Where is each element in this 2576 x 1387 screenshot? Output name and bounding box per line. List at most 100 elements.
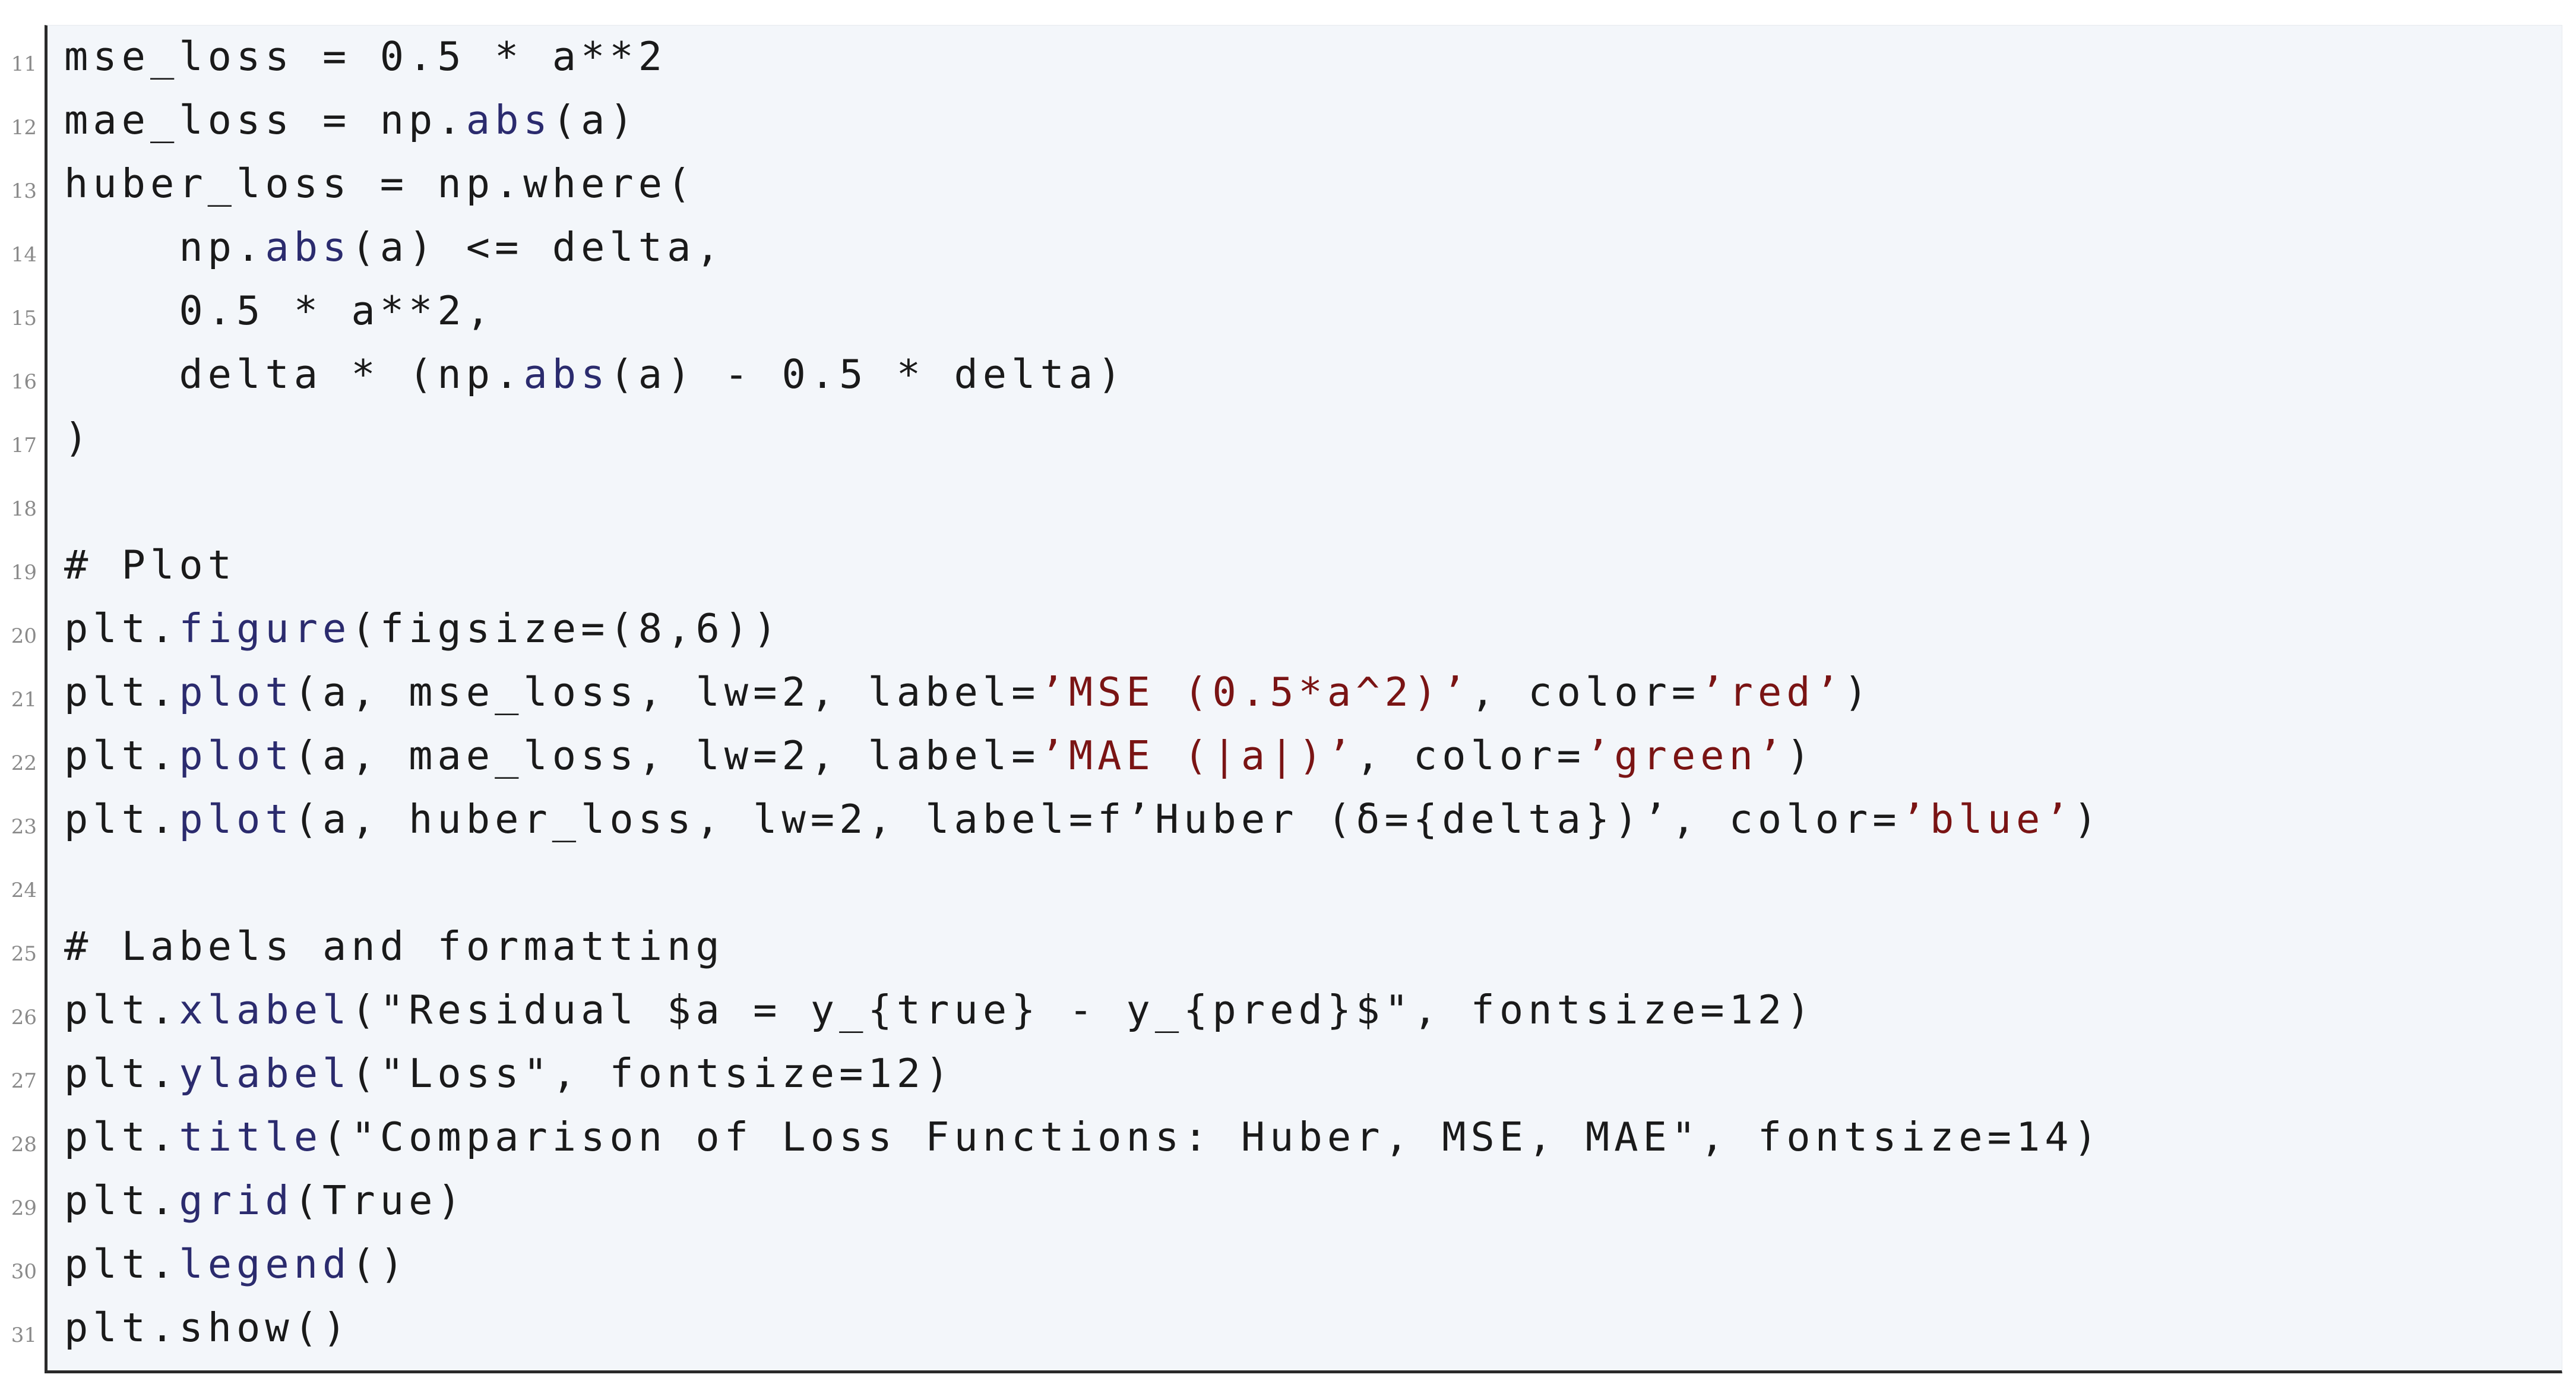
code-line: 15 0.5 * a**2, <box>0 279 2553 343</box>
code-string-token: ’green’ <box>1585 732 1787 779</box>
code-text: mae_loss = np.abs(a) <box>64 89 638 152</box>
code-text: plt.plot(a, mse_loss, lw=2, label=’MSE (… <box>64 661 1872 724</box>
code-token: (a) <= delta, <box>351 224 724 270</box>
code-line: 21 plt.plot(a, mse_loss, lw=2, label=’MSE… <box>0 661 2553 724</box>
code-text: # Plot <box>64 533 236 597</box>
code-function-token: plot <box>179 796 294 842</box>
line-number: 12 <box>11 116 37 140</box>
code-line: 27 plt.ylabel("Loss", fontsize=12) <box>0 1042 2553 1105</box>
code-line: 19 # Plot <box>0 533 2553 597</box>
code-text: 0.5 * a**2, <box>64 279 495 343</box>
code-function-token: legend <box>179 1241 352 1287</box>
code-line: 16 delta * (np.abs(a) - 0.5 * delta) <box>0 343 2553 406</box>
code-line: 26 plt.xlabel("Residual $a = y_{true} - y… <box>0 978 2553 1042</box>
code-line: 17) <box>0 406 2553 470</box>
code-text: plt.show() <box>64 1296 351 1360</box>
line-number: 24 <box>11 879 37 902</box>
code-token: , color= <box>1356 732 1586 779</box>
code-token: ) <box>1843 669 1873 715</box>
line-number: 18 <box>11 497 37 521</box>
code-token: plt. <box>64 1114 179 1160</box>
line-number: 31 <box>11 1323 37 1347</box>
code-token: plt. <box>64 1177 179 1224</box>
code-token: ("Loss", fontsize=12) <box>351 1050 954 1097</box>
code-token: huber_loss = np.where( <box>64 160 696 207</box>
code-text: plt.grid(True) <box>64 1169 466 1233</box>
code-token: plt.show() <box>64 1304 352 1351</box>
code-text: plt.xlabel("Residual $a = y_{true} - y_{… <box>64 978 1815 1042</box>
code-token: 0.5 * a**2, <box>64 287 495 334</box>
code-function-token: grid <box>179 1177 294 1224</box>
line-number: 27 <box>11 1069 37 1093</box>
code-line: 29 plt.grid(True) <box>0 1169 2553 1233</box>
code-string-token: ’red’ <box>1700 669 1844 715</box>
code-token: # Plot <box>64 542 237 588</box>
line-number: 23 <box>11 815 37 839</box>
line-number: 29 <box>11 1196 37 1220</box>
code-token: ) <box>1786 732 1815 779</box>
code-line: 24 <box>0 851 2553 915</box>
code-text: plt.ylabel("Loss", fontsize=12) <box>64 1042 954 1105</box>
code-token: np. <box>64 224 265 270</box>
code-token: plt. <box>64 1050 179 1097</box>
line-number: 14 <box>11 243 37 267</box>
code-token: (a, huber_loss, lw=2, label=f’Huber (δ={… <box>293 796 1901 842</box>
code-function-token: plot <box>179 732 294 779</box>
code-text: delta * (np.abs(a) - 0.5 * delta) <box>64 343 1126 406</box>
code-function-token: ylabel <box>179 1050 352 1097</box>
code-line: 22 plt.plot(a, mae_loss, lw=2, label=’MAE… <box>0 724 2553 788</box>
code-line: 23 plt.plot(a, huber_loss, lw=2, label=f’… <box>0 788 2553 851</box>
code-token: (a) <box>552 97 638 143</box>
line-number: 11 <box>11 52 37 76</box>
line-number: 30 <box>11 1260 37 1284</box>
code-token: delta * (np. <box>64 351 524 397</box>
line-number: 16 <box>11 370 37 394</box>
code-token: (True) <box>293 1177 466 1224</box>
code-token: # Labels and formatting <box>64 923 724 969</box>
code-text: plt.plot(a, mae_loss, lw=2, label=’MAE (… <box>64 724 1815 788</box>
line-number: 21 <box>11 688 37 712</box>
line-number: 25 <box>11 942 37 966</box>
code-function-token: abs <box>265 224 352 270</box>
code-line: 25 # Labels and formatting <box>0 915 2553 978</box>
line-number: 13 <box>11 179 37 203</box>
code-string-token: ’MAE (|a|)’ <box>1040 732 1356 779</box>
line-number: 28 <box>11 1133 37 1157</box>
code-line: 12 mae_loss = np.abs(a) <box>0 89 2553 152</box>
code-function-token: abs <box>466 97 552 143</box>
line-number: 26 <box>11 1006 37 1029</box>
code-function-token: xlabel <box>179 987 352 1033</box>
code-line: 13 huber_loss = np.where( <box>0 152 2553 216</box>
code-string-token: ’blue’ <box>1901 796 2074 842</box>
code-token: plt. <box>64 987 179 1033</box>
code-string-token: ’MSE (0.5*a^2)’ <box>1040 669 1471 715</box>
code-token: (a) - 0.5 * delta) <box>609 351 1126 397</box>
code-token: , color= <box>1470 669 1701 715</box>
code-token: ) <box>64 415 93 461</box>
code-token: (a, mae_loss, lw=2, label= <box>293 732 1040 779</box>
code-token: ) <box>2073 796 2102 842</box>
code-token: mae_loss = np. <box>64 97 466 143</box>
code-text: plt.figure(figsize=(8,6)) <box>64 597 781 661</box>
code-function-token: abs <box>523 351 610 397</box>
code-text: plt.legend() <box>64 1233 409 1296</box>
line-number: 15 <box>11 307 37 330</box>
line-number: 22 <box>11 751 37 775</box>
code-token: (figsize=(8,6)) <box>351 605 782 652</box>
line-number: 17 <box>11 434 37 457</box>
code-frame <box>45 25 2562 1373</box>
code-text: plt.plot(a, huber_loss, lw=2, label=f’Hu… <box>64 788 2102 851</box>
code-text: huber_loss = np.where( <box>64 152 695 216</box>
code-line: 14 np.abs(a) <= delta, <box>0 216 2553 279</box>
line-number: 20 <box>11 624 37 648</box>
code-line: 18 <box>0 470 2553 533</box>
code-token: (a, mse_loss, lw=2, label= <box>293 669 1040 715</box>
code-token: ("Residual $a = y_{true} - y_{pred}$", f… <box>351 987 1815 1033</box>
code-function-token: figure <box>179 605 352 652</box>
line-number: 19 <box>11 561 37 585</box>
code-function-token: plot <box>179 669 294 715</box>
code-text: np.abs(a) <= delta, <box>64 216 724 279</box>
